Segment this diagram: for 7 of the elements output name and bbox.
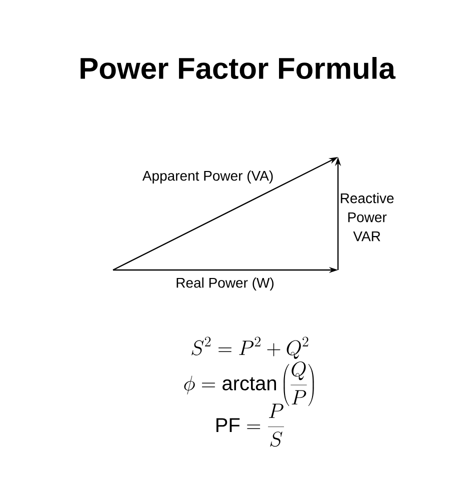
vector-label: Reactive Power VAR — [340, 192, 394, 242]
vector-label: Real Power (W) — [176, 277, 274, 291]
vector-label: Apparent Power (VA) — [142, 170, 273, 184]
formula: $\phi = \mathrm{arctan}\left(\frac{Q}{P}\right)$ — [184, 362, 314, 406]
formula: $S^{2} = P^{2} + Q^{2}$ — [192, 336, 308, 359]
title: Power Factor Formula — [80, 57, 396, 80]
formula: $\mathrm{PF} = \frac{P}{S}$ — [216, 404, 284, 447]
